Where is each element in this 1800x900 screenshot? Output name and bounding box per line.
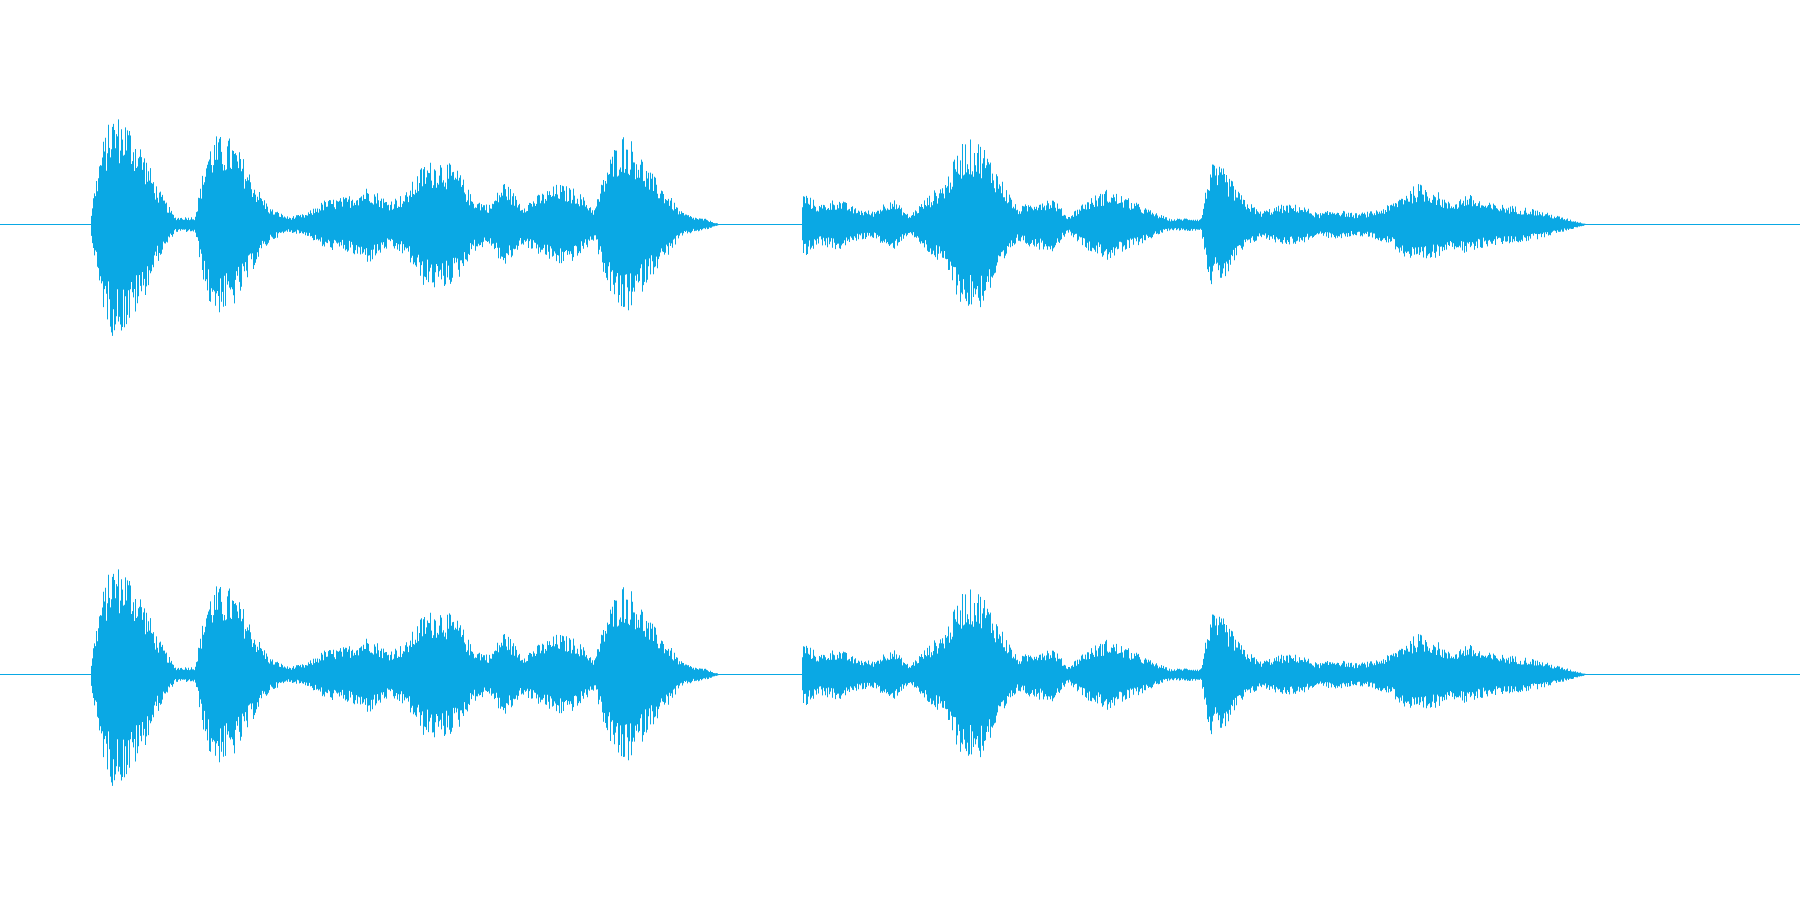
channel-2-track[interactable] (0, 569, 1800, 786)
channel-1-waveform (91, 119, 1587, 336)
channel-1-track[interactable] (0, 119, 1800, 336)
channel-2-waveform (91, 569, 1587, 786)
